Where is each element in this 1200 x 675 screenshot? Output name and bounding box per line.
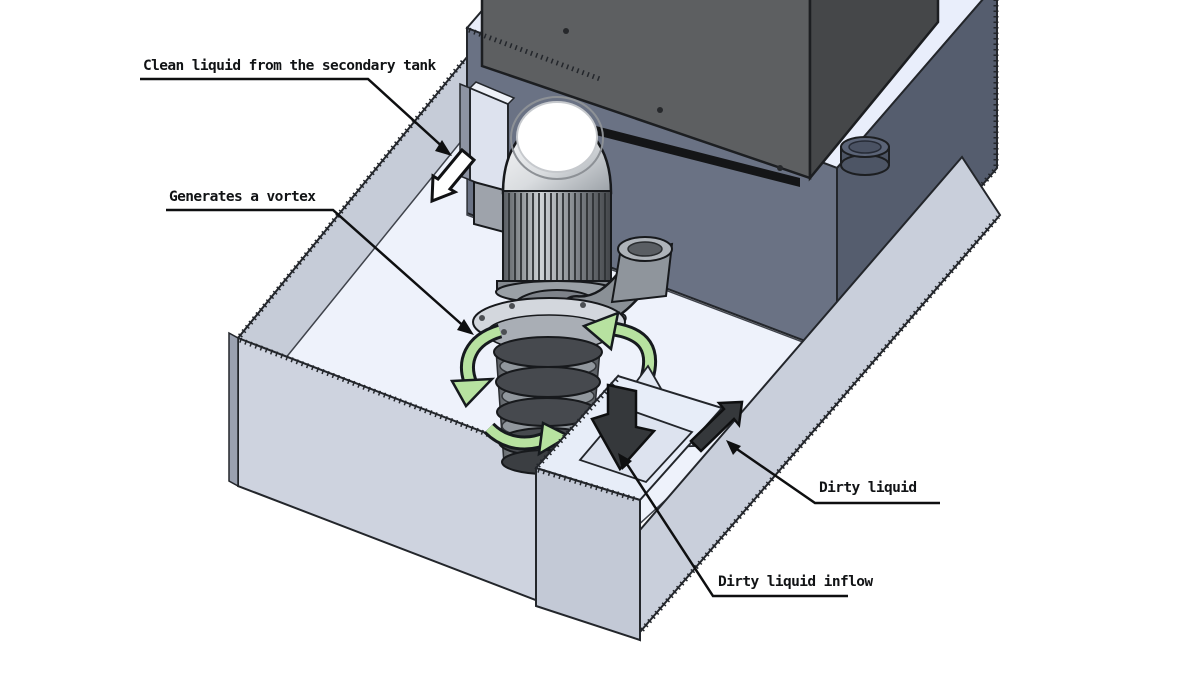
leader-dirty-inflow [621,457,848,598]
pump-motor-cap [516,101,598,173]
control-box-right-face [808,0,940,182]
leader-vortex [166,208,469,331]
screw [563,28,569,34]
control-box-vent-slot [588,124,800,187]
weir-front-face [535,466,641,642]
flow-arrows [430,147,744,472]
vortex-arrow-front-icon [483,421,572,457]
callout-arrowheads [435,140,741,470]
callout-leaders [140,77,940,598]
tank-front-wall-corner [228,331,239,488]
leader-dirty-liquid [730,443,940,505]
screw [657,107,663,113]
pump-motor-cap-ring [510,96,604,180]
control-box [480,0,940,187]
label-dirty-liquid: Dirty liquid [819,480,917,496]
strainer-ring [495,366,601,398]
label-dirty-inflow: Dirty liquid inflow [718,574,873,590]
strainer-ring [493,336,603,368]
leader-clean-liquid [140,77,447,151]
clean-liquid-arrow-icon [430,147,477,204]
pump-discharge-bore [627,241,663,257]
label-clean-liquid: Clean liquid from the secondary tank [143,58,437,74]
label-vortex: Generates a vortex [169,189,316,205]
dirty-liquid-arrow-icon [689,400,744,453]
inflow-down-arrow-icon [590,383,657,472]
pump-junction-box [473,180,505,234]
vortex-arrow-left-icon [449,323,503,409]
filler-cap [840,136,890,176]
screw [777,165,783,171]
